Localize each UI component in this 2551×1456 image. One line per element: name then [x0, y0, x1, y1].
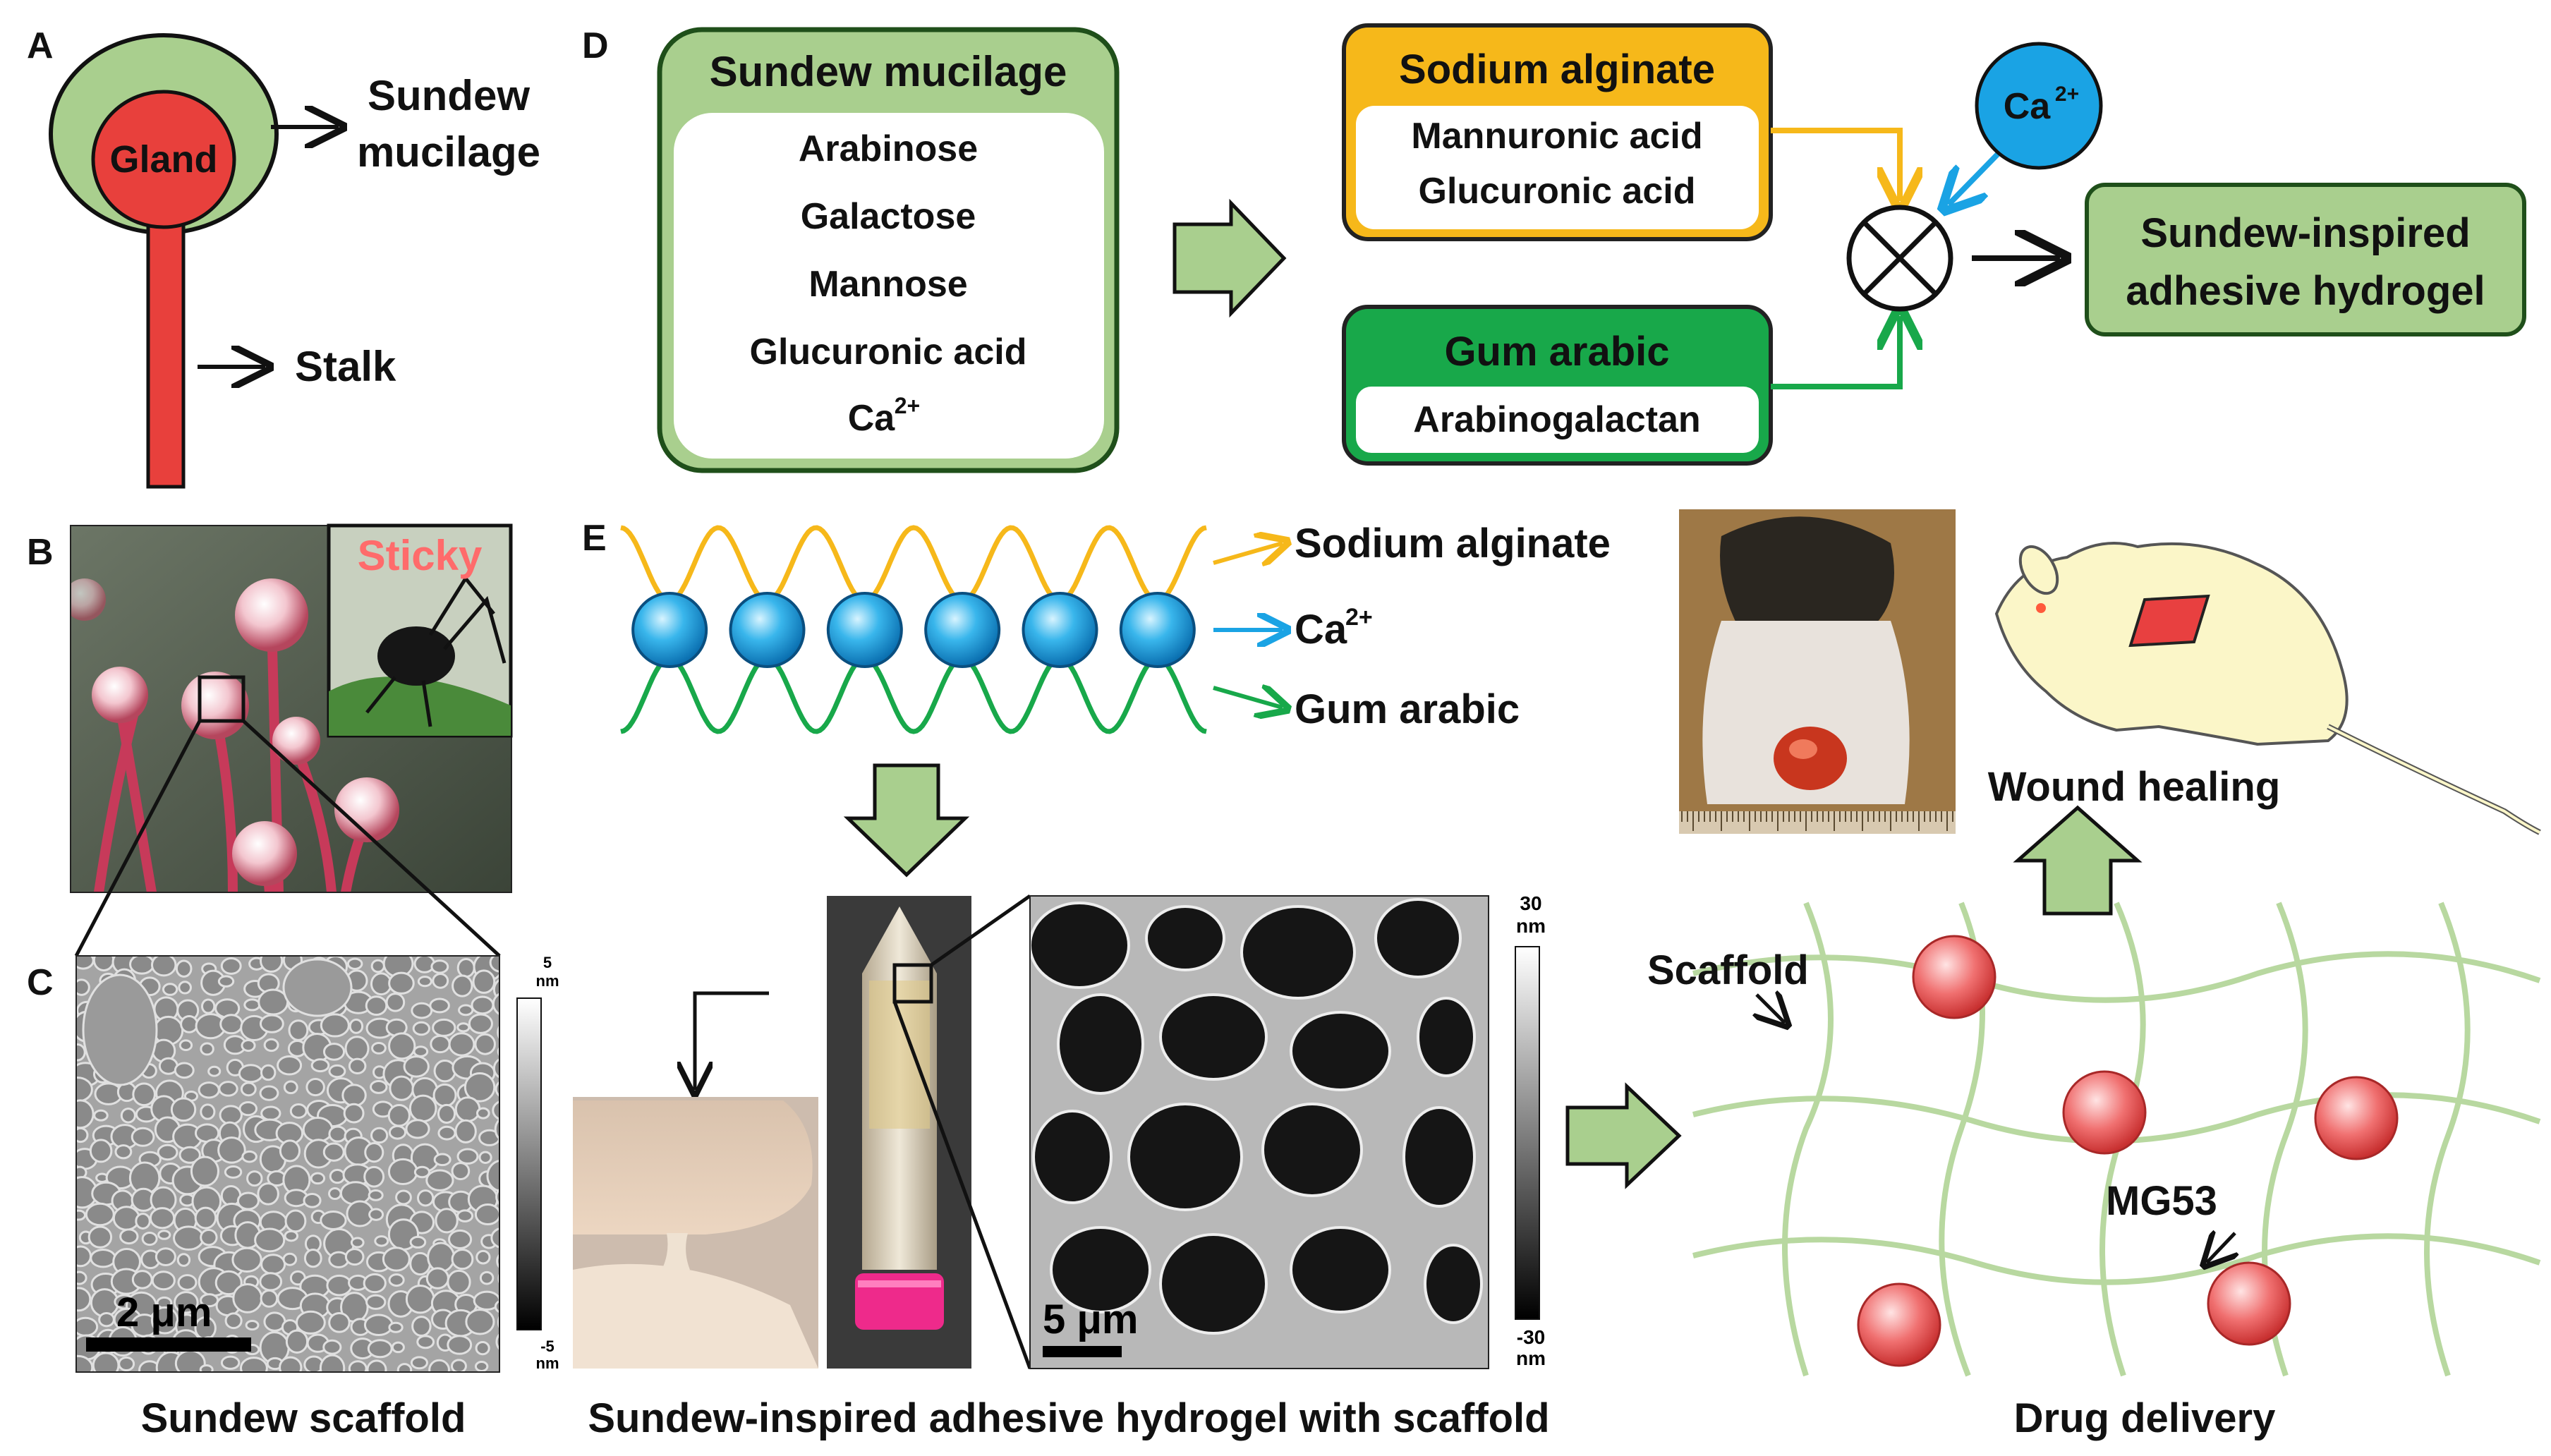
legend-gum-arrow — [1213, 688, 1283, 708]
gum-box-inner — [1356, 387, 1759, 453]
sticky-label: Sticky — [358, 532, 483, 579]
mg53-label: MG53 — [2106, 1178, 2217, 1224]
scale-bar-afm-label: 5 μm — [1043, 1297, 1138, 1342]
colorbar-afm — [1515, 946, 1540, 1320]
gland-label: Gland — [109, 138, 217, 181]
stalk-label: Stalk — [295, 343, 396, 390]
scale-bar-afm — [1043, 1346, 1122, 1357]
legend-alginate: Sodium alginate — [1295, 521, 1611, 566]
sticky-inset: Sticky — [327, 523, 513, 738]
colorbar-afm-top-unit: nm — [1516, 915, 1546, 937]
scaffold-label-arrow — [1757, 995, 1785, 1023]
alginate-connector — [1771, 128, 1900, 201]
ca-circle-label: Ca — [2004, 86, 2052, 127]
mucilage-item-ca: Ca — [848, 398, 896, 439]
caption-c: Sundew scaffold — [141, 1395, 466, 1441]
colorbar-afm-bottom-unit: nm — [1516, 1347, 1546, 1369]
zoom-line-right — [242, 720, 501, 957]
ca-circle — [1975, 42, 2103, 170]
gum-wave — [620, 655, 1207, 734]
colorbar-c — [516, 997, 542, 1330]
e-down-arrow — [843, 763, 970, 878]
zoom-box-e — [892, 963, 933, 1004]
alginate-item-1: Glucuronic acid — [1419, 171, 1696, 212]
zoom-line-e-top — [930, 894, 1031, 967]
colorbar-c-top-unit: nm — [536, 972, 559, 990]
colorbar-c-bottom-value: -5 — [540, 1337, 555, 1355]
panel-letter-e: E — [582, 518, 607, 559]
caption-e: Sundew-inspired adhesive hydrogel with s… — [588, 1395, 1549, 1441]
mg53-label-arrow — [2207, 1233, 2235, 1263]
ca-circle-sup: 2+ — [2055, 83, 2079, 106]
zoom-line-e-bottom — [892, 1001, 1032, 1369]
caption-right: Drug delivery — [2014, 1395, 2276, 1441]
mucilage-item-3: Glucuronic acid — [750, 332, 1027, 372]
panel-c: C 2 μm 5 nm -5 nm Sundew scaffold — [27, 954, 559, 1441]
ca-connector — [1949, 146, 2006, 205]
mucilage-label-line1: Sundew — [368, 72, 530, 119]
finger-adhesion-photo — [573, 1097, 818, 1369]
finger-pointer-arrow — [695, 991, 769, 1090]
colorbar-c-top-value: 5 — [543, 954, 552, 971]
alginate-wave — [620, 525, 1207, 604]
panel-a: A Gland Sundew mucilage Stalk — [27, 25, 540, 489]
panel-e: E Sodium alginate Ca 2+ Gum arabic — [573, 518, 1611, 1441]
up-arrow — [2013, 805, 2143, 916]
scaffold-label: Scaffold — [1647, 947, 1809, 993]
legend-gum: Gum arabic — [1295, 686, 1520, 732]
wound-patch — [2128, 594, 2210, 648]
legend-ca: Ca — [1295, 607, 1347, 653]
alginate-item-0: Mannuronic acid — [1411, 116, 1702, 157]
wound-healing-label: Wound healing — [1988, 764, 2281, 810]
panel-b: B — [27, 523, 513, 957]
result-line2: adhesive hydrogel — [2126, 268, 2485, 314]
gland-ellipse — [91, 90, 236, 229]
zoom-line-left — [74, 720, 202, 957]
panel-letter-c: C — [27, 962, 54, 1003]
mucilage-item-ca-sup: 2+ — [895, 393, 920, 418]
gum-item-0: Arabinogalactan — [1413, 399, 1700, 440]
zoom-box-b — [198, 675, 246, 723]
panel-letter-b: B — [27, 532, 54, 573]
combine-operator-icon — [1846, 205, 1953, 312]
colorbar-afm-bottom-value: -30 — [1517, 1326, 1545, 1348]
wound-photo — [1679, 509, 1956, 834]
colorbar-c-bottom-unit: nm — [536, 1354, 559, 1372]
gum-box-title: Gum arabic — [1444, 329, 1669, 375]
panel-letter-a: A — [27, 25, 54, 66]
alginate-box-inner — [1356, 106, 1759, 229]
mucilage-label-line2: mucilage — [357, 128, 540, 176]
sundew-scaffold-image — [76, 956, 499, 1372]
drug-particles — [1857, 935, 2399, 1367]
calcium-ions — [631, 592, 1196, 668]
scale-bar-c-label: 2 μm — [116, 1290, 212, 1335]
panel-right: Wound healing Scaffold MG53 Drug deliver… — [1565, 509, 2541, 1441]
mucilage-item-0: Arabinose — [799, 128, 978, 169]
d-transform-arrow — [1173, 198, 1287, 318]
panel-letter-d: D — [582, 25, 609, 66]
result-line1: Sundew-inspired — [2140, 210, 2470, 256]
afm-image — [1030, 896, 1489, 1369]
scale-bar-c — [86, 1337, 251, 1352]
mouse-drawing — [1994, 542, 2541, 835]
colorbar-afm-top-value: 30 — [1520, 892, 1541, 914]
panel-d: D Sundew mucilage Arabinose Galactose Ma… — [582, 23, 2526, 473]
legend-alginate-arrow — [1213, 543, 1283, 563]
stalk-rect — [146, 210, 186, 489]
mucilage-item-1: Galactose — [801, 196, 976, 237]
network-arrow — [1565, 1082, 1682, 1189]
gum-connector — [1771, 316, 1900, 389]
result-box — [2085, 183, 2526, 336]
mucilage-box-title: Sundew mucilage — [710, 48, 1067, 95]
alginate-box-title: Sodium alginate — [1399, 47, 1715, 92]
hydrogel-tube-photo — [827, 896, 971, 1369]
mucilage-box-inner — [674, 113, 1104, 459]
mucilage-item-2: Mannose — [808, 264, 967, 305]
legend-ca-sup: 2+ — [1345, 604, 1373, 631]
